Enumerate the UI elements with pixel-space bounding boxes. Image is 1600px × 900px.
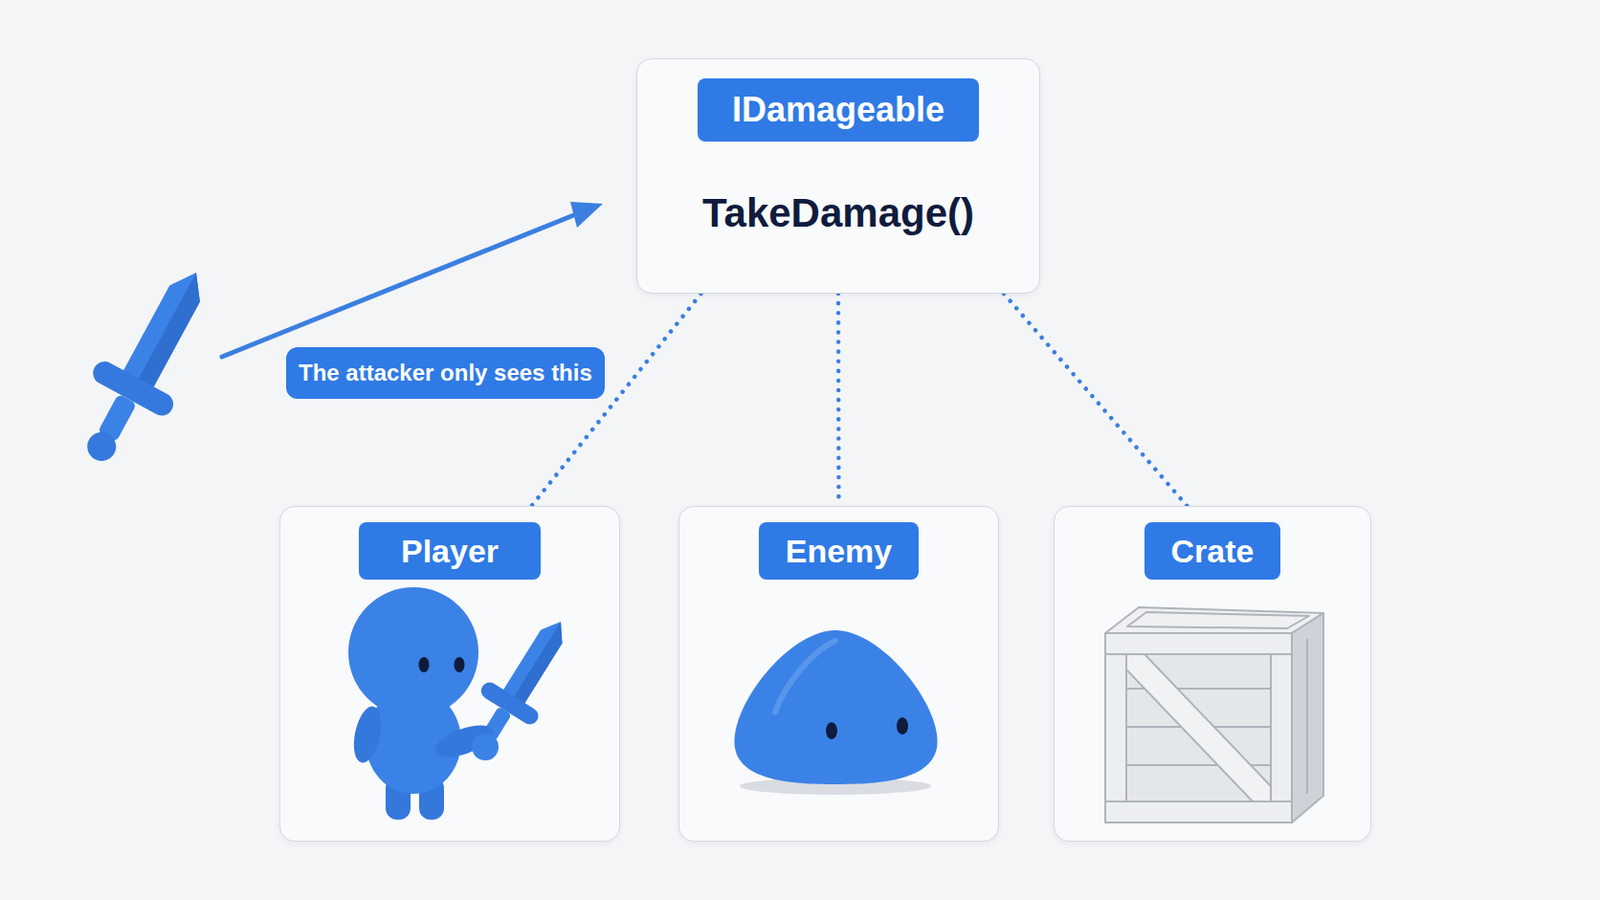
crate-front xyxy=(1105,633,1292,823)
player-eye xyxy=(454,657,466,673)
callout-note: The attacker only sees this xyxy=(286,347,605,400)
slime-shine xyxy=(775,641,836,713)
implements-line xyxy=(836,293,842,507)
crate-side xyxy=(1291,613,1324,823)
player-body xyxy=(365,688,462,795)
player-eye xyxy=(419,657,430,673)
interface-name: IDamageable xyxy=(697,78,979,142)
player-arm xyxy=(430,719,497,764)
crate-top xyxy=(1105,607,1324,634)
crate-figure xyxy=(1105,607,1324,823)
class-name: Player xyxy=(358,522,541,580)
class-box: Player xyxy=(279,506,621,843)
slime-eye xyxy=(896,717,909,735)
attacker-sword xyxy=(56,251,236,481)
class-box: Crate xyxy=(1053,506,1372,843)
player-head xyxy=(348,587,479,718)
crate-plank-line xyxy=(1126,764,1271,767)
implements-line xyxy=(1003,293,1187,507)
crate-brace xyxy=(1126,654,1271,802)
crate-top-frame xyxy=(1127,612,1310,629)
attack-arrow-line xyxy=(222,210,586,357)
crate-rail xyxy=(1105,801,1292,823)
slime-eye xyxy=(825,722,838,740)
note-holder: The attacker only sees this xyxy=(286,347,605,400)
slime-body xyxy=(733,630,937,785)
crate-plank-line xyxy=(1126,688,1271,690)
implements-line xyxy=(531,293,701,507)
crate-post xyxy=(1105,654,1127,802)
crate-post xyxy=(1270,654,1292,802)
method-name: TakeDamage() xyxy=(702,189,975,238)
slime-shadow xyxy=(739,777,932,796)
interface-box: IDamageableTakeDamage() xyxy=(636,58,1041,294)
attack-arrow-head xyxy=(570,201,603,228)
player-arm xyxy=(349,704,386,766)
class-name: Crate xyxy=(1144,522,1282,580)
class-name: Enemy xyxy=(758,522,920,580)
player-leg xyxy=(419,777,445,821)
player-hand xyxy=(471,733,499,761)
crate-rail xyxy=(1105,633,1292,655)
crate-side-line xyxy=(1306,639,1309,795)
player-figure xyxy=(348,587,588,821)
class-box: Enemy xyxy=(678,506,1000,843)
player-leg xyxy=(385,777,411,821)
crate-plank-line xyxy=(1126,726,1271,729)
enemy-slime xyxy=(733,630,937,796)
player-sword xyxy=(451,604,589,771)
